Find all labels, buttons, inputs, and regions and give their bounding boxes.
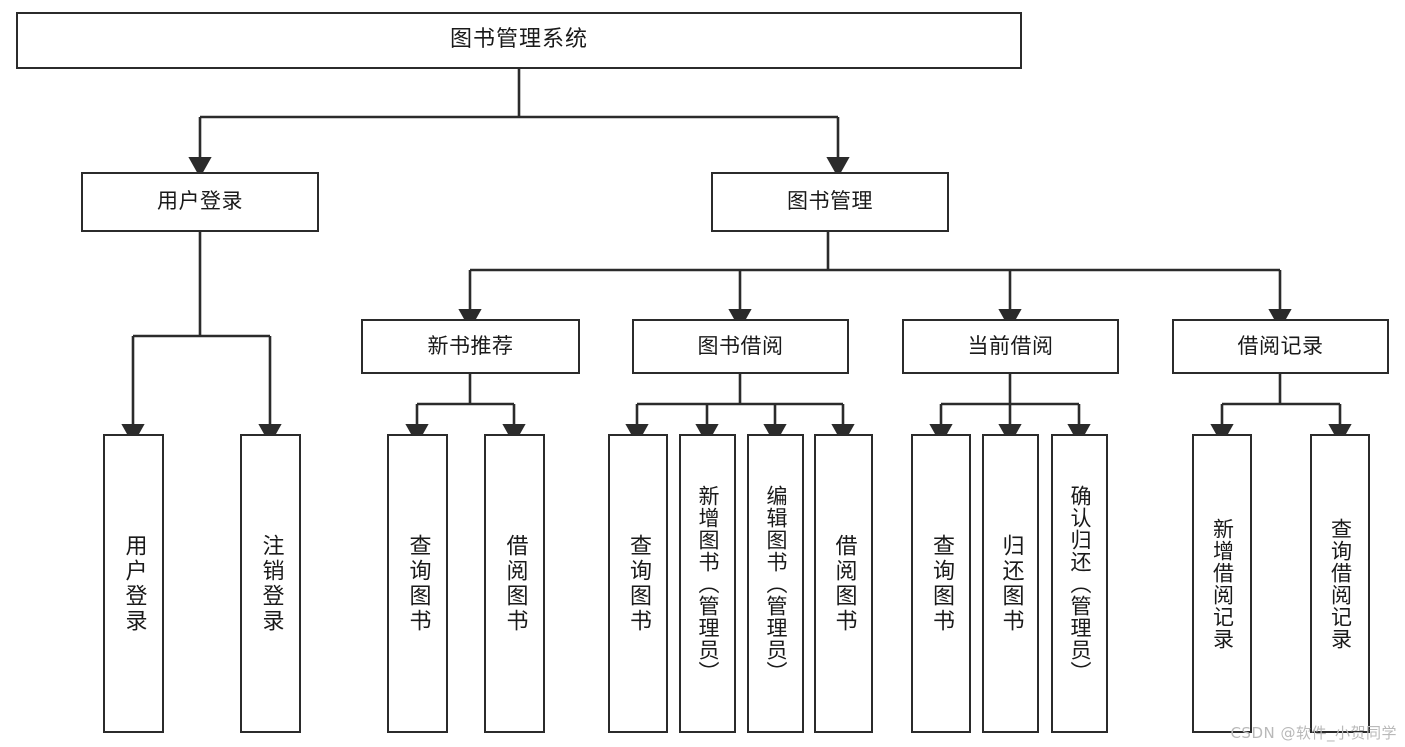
node-label: 图书管理 — [787, 189, 873, 214]
node-add-book-admin[interactable]: 新增图书（管理员） — [679, 434, 736, 733]
watermark: CSDN @软件_小贺同学 — [1230, 724, 1397, 742]
node-edit-book-admin[interactable]: 编辑图书（管理员） — [747, 434, 804, 733]
node-query-book-2[interactable]: 查询图书 — [608, 434, 668, 733]
node-label: 新增图书（管理员） — [696, 484, 720, 683]
node-borrow-book-1[interactable]: 借阅图书 — [484, 434, 545, 733]
node-book-management[interactable]: 图书管理 — [711, 172, 949, 232]
node-label: 查询图书 — [929, 533, 954, 634]
node-label: 新增借阅记录 — [1210, 517, 1235, 650]
node-user-login[interactable]: 用户登录 — [81, 172, 319, 232]
node-label: 归还图书 — [998, 533, 1024, 634]
node-new-book-recommend[interactable]: 新书推荐 — [361, 319, 580, 374]
node-label: 借阅图书 — [502, 533, 528, 634]
node-current-borrow[interactable]: 当前借阅 — [902, 319, 1119, 374]
node-label: 新书推荐 — [427, 333, 514, 358]
node-add-borrow-record[interactable]: 新增借阅记录 — [1192, 434, 1252, 733]
node-label: 查询图书 — [405, 533, 431, 634]
node-label: 借阅记录 — [1237, 333, 1324, 358]
node-label: 图书借阅 — [697, 333, 784, 358]
node-confirm-return-admin[interactable]: 确认归还（管理员） — [1051, 434, 1108, 733]
node-label: 图书管理系统 — [449, 27, 588, 53]
node-book-borrow[interactable]: 图书借阅 — [632, 319, 849, 374]
node-label: 用户登录 — [121, 533, 147, 634]
node-book-management-system[interactable]: 图书管理系统 — [16, 12, 1022, 69]
node-label: 用户登录 — [157, 189, 243, 214]
node-label: 注销登录 — [258, 533, 284, 634]
node-label: 编辑图书（管理员） — [764, 484, 788, 683]
node-query-book-3[interactable]: 查询图书 — [911, 434, 971, 733]
node-label: 确认归还（管理员） — [1068, 484, 1092, 683]
node-label: 借阅图书 — [831, 533, 857, 634]
node-label: 查询借阅记录 — [1328, 517, 1353, 650]
node-user-login-leaf[interactable]: 用户登录 — [103, 434, 164, 733]
node-query-borrow-record[interactable]: 查询借阅记录 — [1310, 434, 1370, 733]
node-return-book[interactable]: 归还图书 — [982, 434, 1039, 733]
node-query-book-1[interactable]: 查询图书 — [387, 434, 448, 733]
node-borrow-record[interactable]: 借阅记录 — [1172, 319, 1389, 374]
node-label: 查询图书 — [626, 533, 651, 634]
node-label: 当前借阅 — [967, 333, 1054, 358]
node-logout-leaf[interactable]: 注销登录 — [240, 434, 301, 733]
node-borrow-book-2[interactable]: 借阅图书 — [814, 434, 873, 733]
